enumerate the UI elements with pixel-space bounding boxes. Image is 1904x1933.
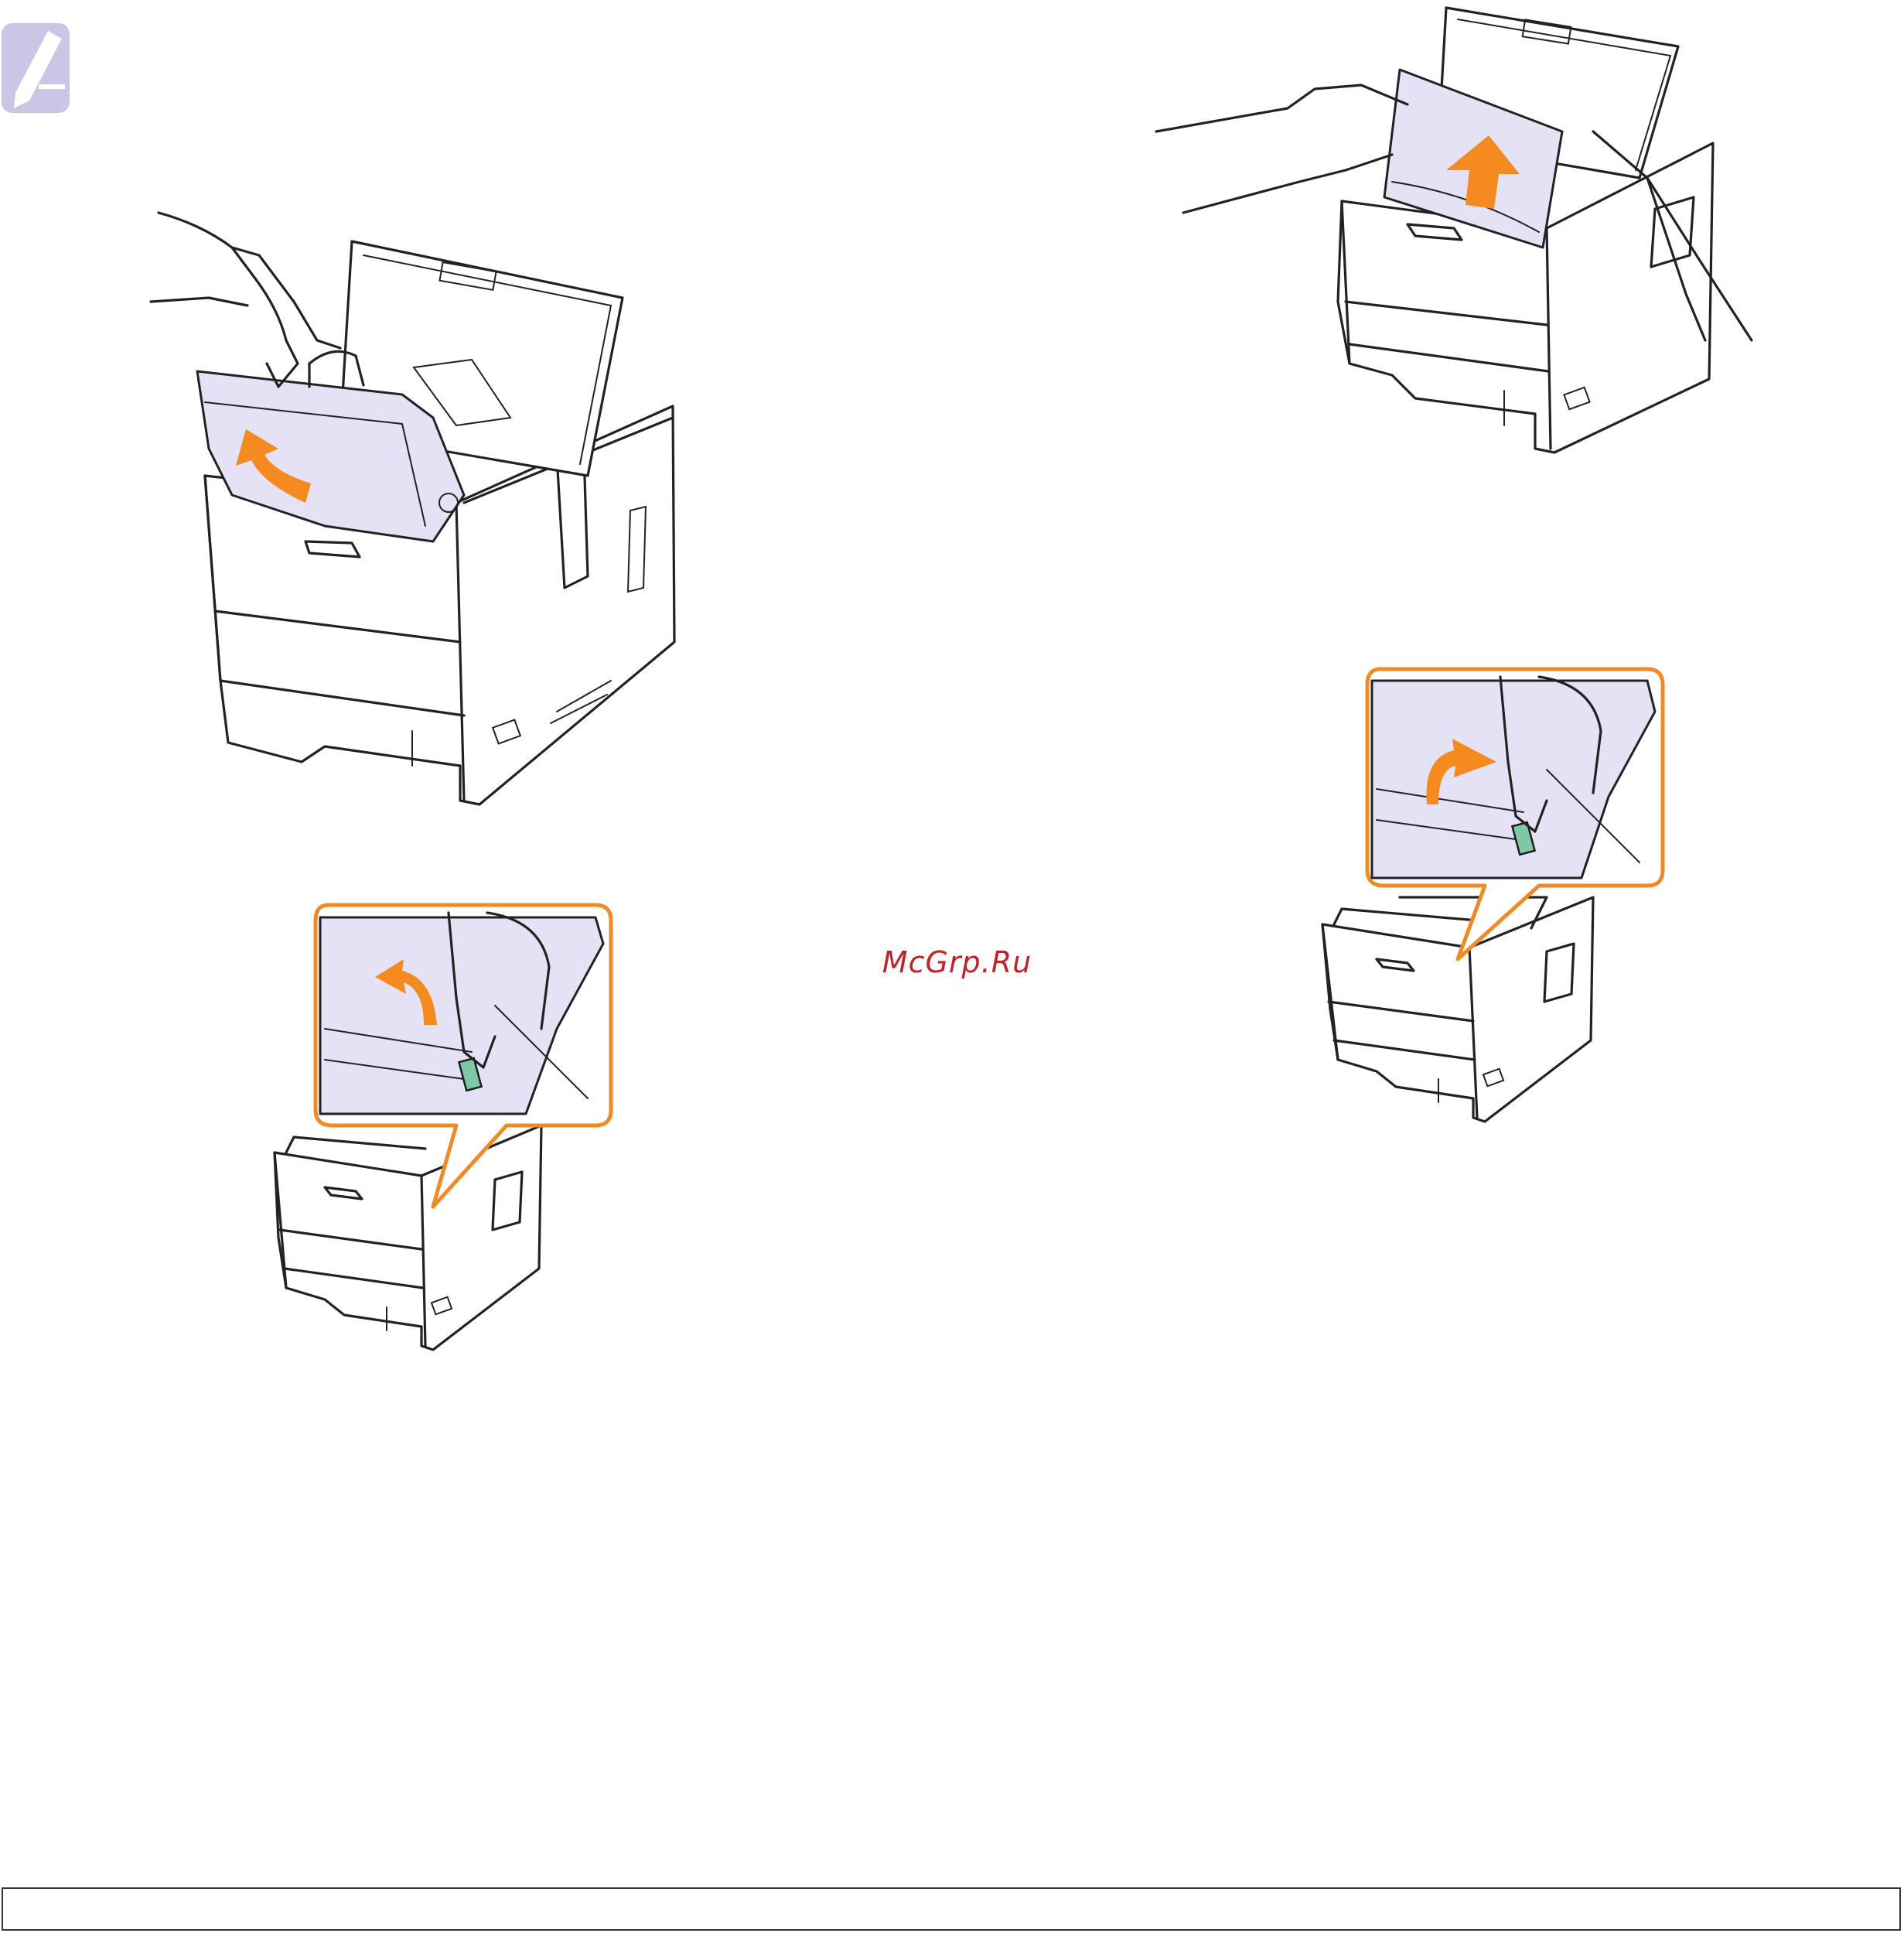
figure-remove-toner-cartridge <box>151 213 674 804</box>
footer-bar <box>2 1887 1901 1931</box>
figure-pull-jammed-paper-up <box>1156 8 1752 453</box>
figure-lever-lift-detail <box>275 905 611 1350</box>
watermark-text: McGrp.Ru <box>773 945 1141 979</box>
figure-lever-lower-detail <box>1322 669 1663 1122</box>
note-pencil-icon <box>2 23 70 113</box>
